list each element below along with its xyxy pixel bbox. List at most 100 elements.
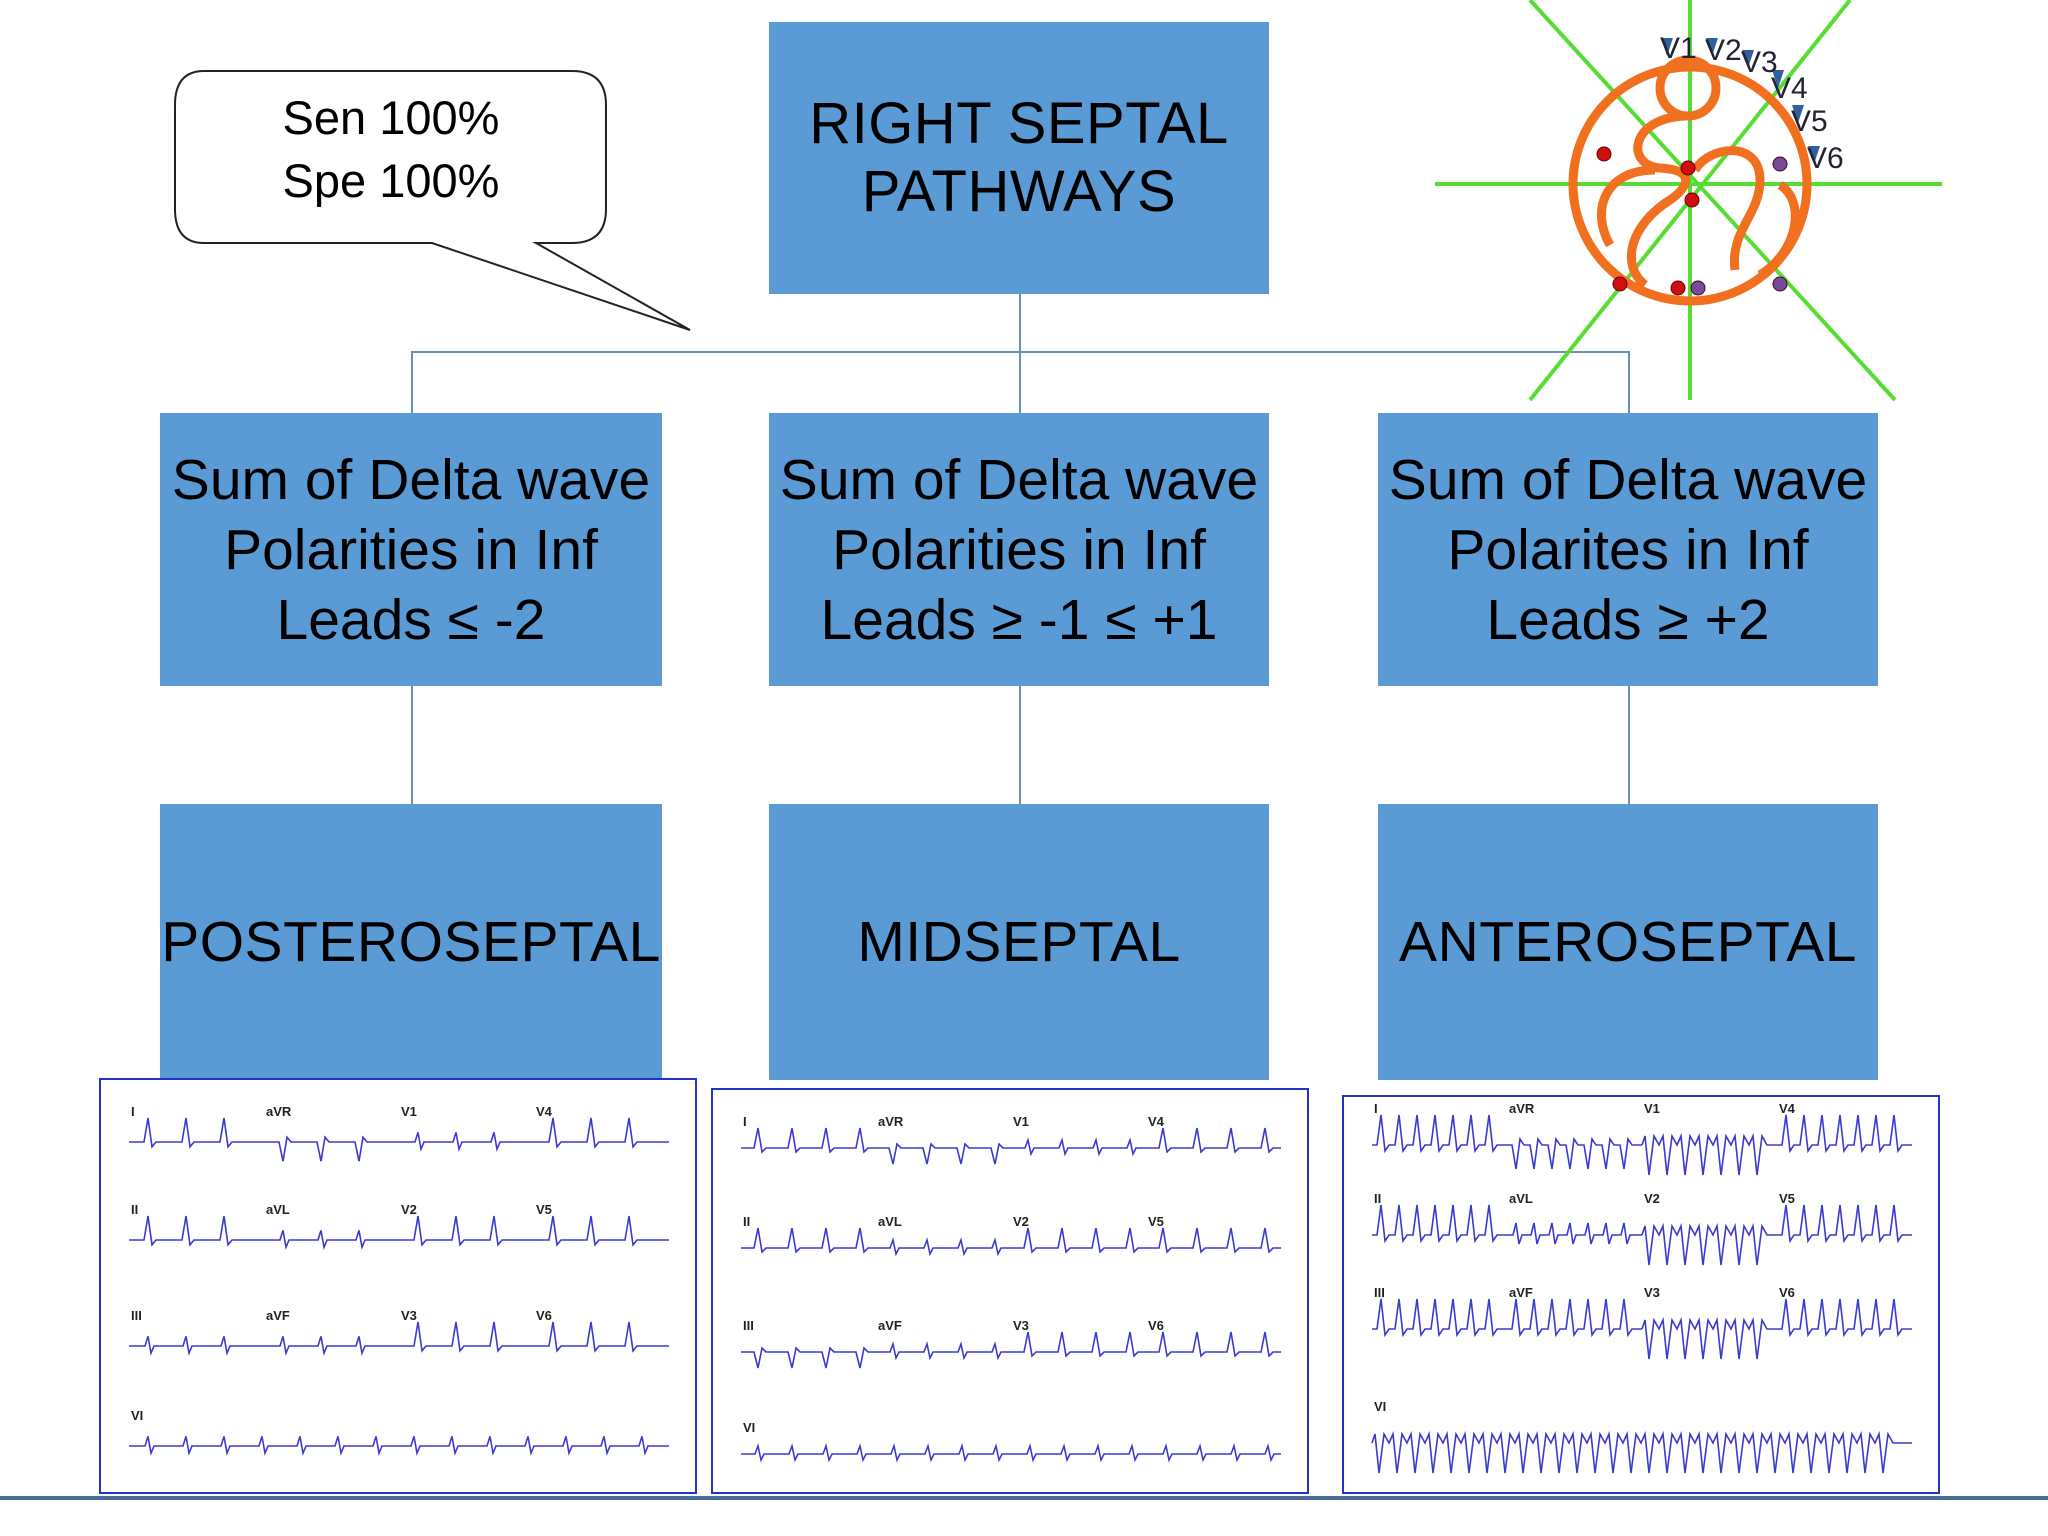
criteria-line: Polarities in Inf <box>832 517 1206 582</box>
ecg-lead-label: V5 <box>536 1202 552 1217</box>
ecg-trace <box>1507 1222 1642 1245</box>
lead-label-v3: V3 <box>1741 46 1778 79</box>
pathway-dots <box>1596 146 1788 296</box>
ecg-lead-label: V5 <box>1779 1191 1795 1206</box>
connector-mid-down <box>1019 351 1021 413</box>
ecg-trace <box>876 1237 1011 1257</box>
ecg-trace <box>399 1215 534 1247</box>
ecg-lead-label: II <box>743 1214 750 1229</box>
ecg-lead-label: V6 <box>536 1308 552 1323</box>
ecg-lead-label: V2 <box>1644 1191 1660 1206</box>
heart-lead-diagram: V1 V2 V3 V4 V5 V6 <box>1435 0 1942 402</box>
ecg-trace <box>264 1135 399 1162</box>
ecg-trace <box>741 1227 876 1254</box>
criteria-line: Sum of Delta wave <box>171 447 651 512</box>
callout-sensitivity: Sen 100% <box>282 91 500 144</box>
location-box-posteroseptal: POSTEROSEPTAL <box>160 804 662 1080</box>
ecg-trace <box>876 1142 1011 1165</box>
criteria-line: Leads ≥ +2 <box>1486 587 1770 652</box>
ecg-trace <box>1146 1127 1281 1154</box>
ecg-trace <box>1777 1204 1912 1244</box>
callout-bubble <box>174 70 691 331</box>
ecg-lead-label: aVR <box>1509 1101 1535 1116</box>
ecg-trace <box>741 1443 1281 1463</box>
ecg-lead-label: V4 <box>1148 1114 1165 1129</box>
lead-label-v5: V5 <box>1791 105 1828 138</box>
ecg-lead-label: V4 <box>1779 1101 1796 1116</box>
criteria-box-anteroseptal: Sum of Delta wave Polarites in Inf Leads… <box>1378 413 1878 686</box>
criteria-line: Leads ≤ -2 <box>276 587 546 652</box>
lead-markers <box>1661 38 1820 164</box>
ecg-lead-label: V3 <box>1644 1285 1660 1300</box>
ecg-lead-label: aVR <box>878 1114 904 1129</box>
ecg-lead-label: V3 <box>401 1308 417 1323</box>
ecg-lead-label: aVF <box>878 1318 902 1333</box>
ecg-trace <box>1507 1298 1642 1338</box>
bottom-rule <box>0 1496 2048 1500</box>
ecg-lead-label: III <box>131 1308 142 1323</box>
ecg-lead-label: I <box>743 1114 747 1129</box>
ecg-trace <box>1372 1114 1507 1154</box>
ecg-trace <box>1641 1222 1777 1266</box>
ecg-trace <box>1777 1114 1912 1154</box>
ecg-lead-label: aVL <box>1509 1191 1533 1206</box>
ecg-trace <box>741 1346 876 1369</box>
lead-label-v6: V6 <box>1807 142 1844 175</box>
callout-specificity: Spe 100% <box>282 154 500 207</box>
ecg-trace <box>264 1336 399 1357</box>
root-line-1: RIGHT SEPTAL <box>809 91 1229 156</box>
ecg-trace <box>1372 1298 1507 1338</box>
ecg-lead-label: aVR <box>266 1104 292 1119</box>
location-box-anteroseptal: ANTEROSEPTAL <box>1378 804 1878 1080</box>
criteria-line: Polarities in Inf <box>224 517 598 582</box>
ecg-lead-label: V1 <box>1644 1101 1660 1116</box>
heart-outline <box>1568 55 1812 306</box>
ecg-lead-label: III <box>743 1318 754 1333</box>
ecg-trace <box>1011 1227 1146 1254</box>
ecg-trace <box>1372 1204 1507 1244</box>
connector-root-down <box>1019 294 1021 352</box>
ecg-trace <box>1146 1331 1281 1358</box>
ecg-trace <box>129 1436 669 1457</box>
ecg-lead-label: V5 <box>1148 1214 1164 1229</box>
ecg-lead-label: aVF <box>266 1308 290 1323</box>
criteria-line: Sum of Delta wave <box>779 447 1259 512</box>
ecg-lead-label: V1 <box>1013 1114 1029 1129</box>
ecg-lead-label: V2 <box>1013 1214 1029 1229</box>
ecg-trace <box>1146 1227 1281 1254</box>
ecg-trace <box>399 1321 534 1353</box>
ecg-lead-label: V3 <box>1013 1318 1029 1333</box>
location-box-midseptal: MIDSEPTAL <box>769 804 1269 1080</box>
ecg-lead-label: VI <box>131 1408 143 1423</box>
ecg-lead-label: aVL <box>878 1214 902 1229</box>
ecg-trace <box>1641 1316 1777 1360</box>
ecg-lead-label: VI <box>1374 1399 1386 1414</box>
ecg-lead-label: III <box>1374 1285 1385 1300</box>
ecg-trace <box>1011 1331 1146 1358</box>
connector-left-down <box>411 351 413 413</box>
ecg-lead-label: aVL <box>266 1202 290 1217</box>
ecg-trace <box>534 1321 669 1353</box>
ecg-lead-label: VI <box>743 1420 755 1435</box>
ecg-trace <box>1011 1137 1146 1157</box>
lead-label-v4: V4 <box>1771 72 1808 105</box>
criteria-line: Leads ≥ -1 ≤ +1 <box>820 587 1218 652</box>
ecg-trace <box>129 1215 264 1247</box>
ecg-lead-label: II <box>131 1202 138 1217</box>
root-box: RIGHT SEPTAL PATHWAYS <box>769 22 1269 294</box>
ecg-trace <box>1507 1136 1642 1170</box>
connector-right-down <box>1628 351 1630 413</box>
ecg-trace <box>129 1117 264 1149</box>
ecg-lead-label: V4 <box>536 1104 553 1119</box>
root-line-2: PATHWAYS <box>861 159 1177 224</box>
ecg-trace <box>741 1127 876 1154</box>
callout-text: Sen 100% Spe 100% <box>176 86 606 212</box>
connector-right-lower <box>1628 686 1630 804</box>
ecg-trace <box>534 1117 669 1149</box>
connector-left-lower <box>411 686 413 804</box>
criteria-box-midseptal: Sum of Delta wave Polarities in Inf Lead… <box>769 413 1269 686</box>
ecg-lead-label: V6 <box>1148 1318 1164 1333</box>
